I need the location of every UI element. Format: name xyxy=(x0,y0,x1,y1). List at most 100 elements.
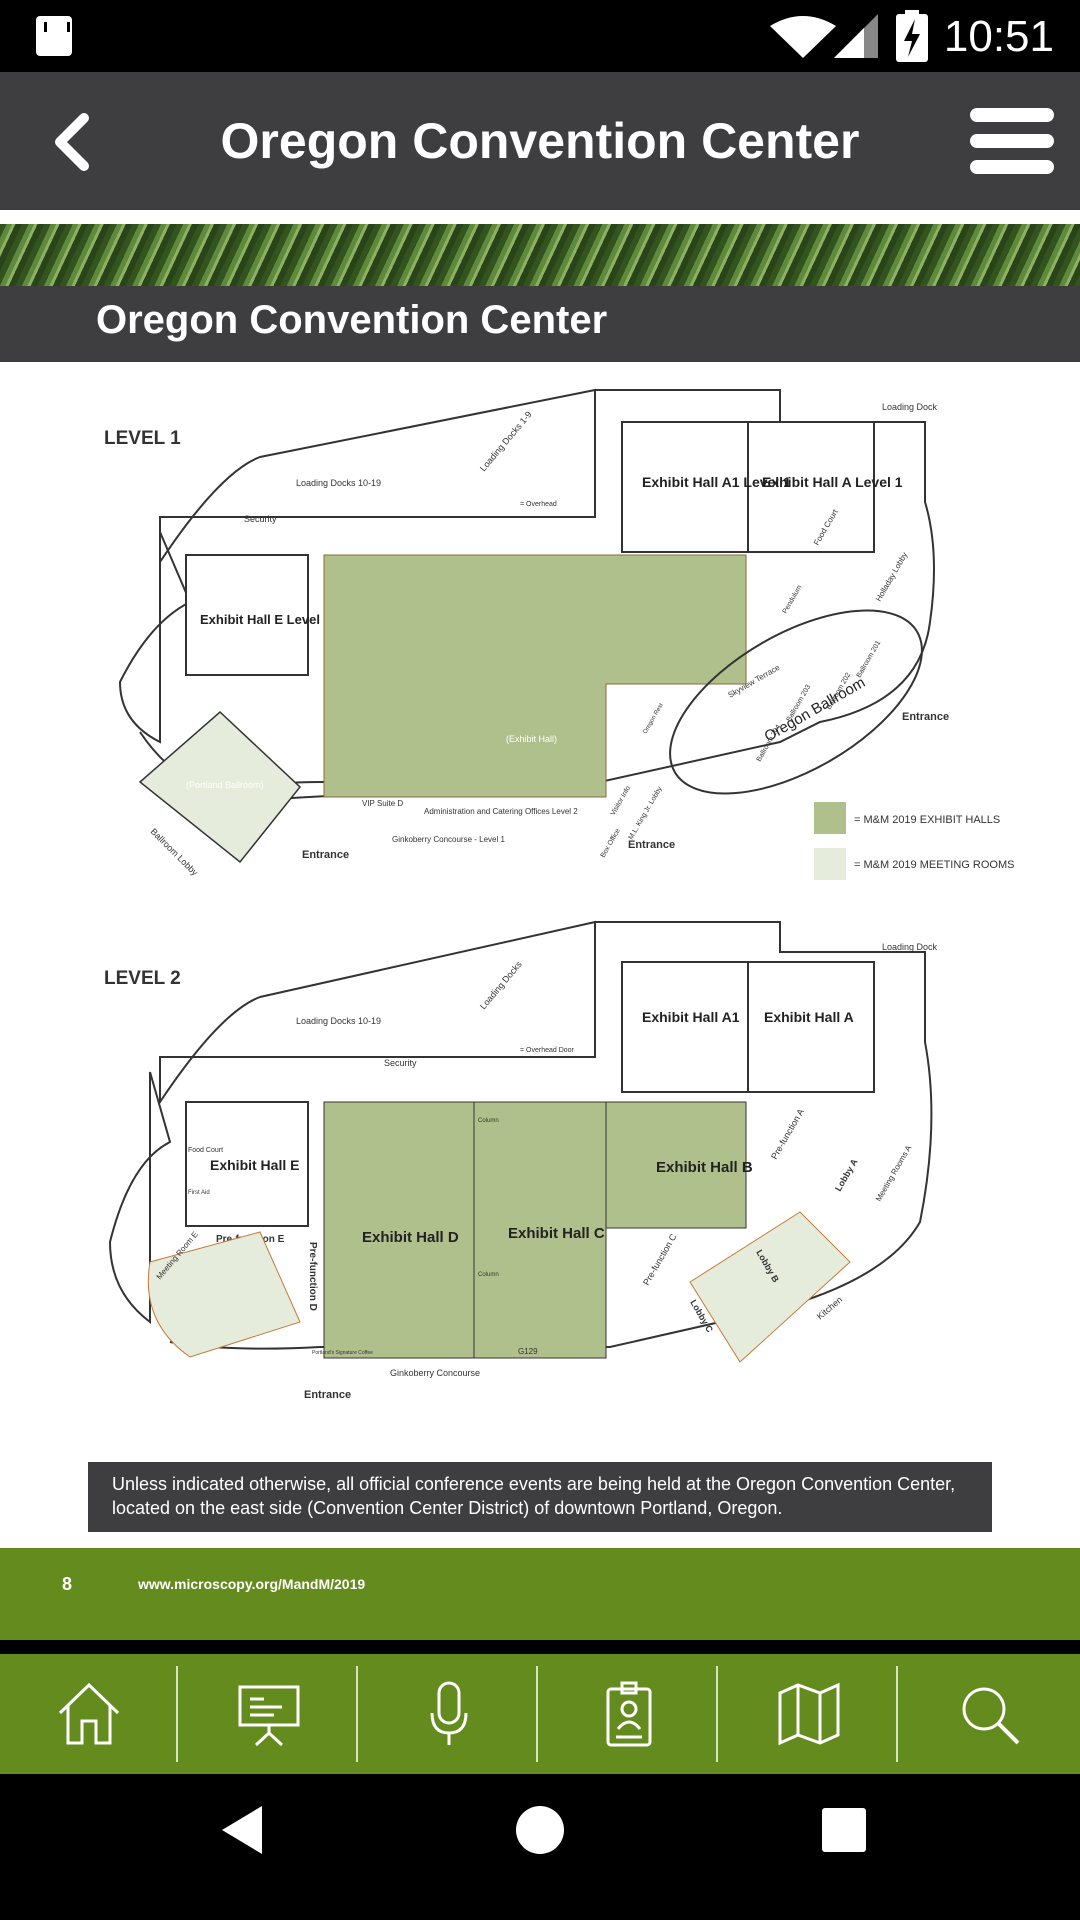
level1-hall-e xyxy=(185,554,309,676)
level2-hall-e-label: Exhibit Hall E xyxy=(210,1157,299,1173)
level2-hall-c-label: Exhibit Hall C xyxy=(508,1225,605,1242)
level2-meeting-rooms-a: Meeting Rooms A xyxy=(874,1143,914,1203)
level2-portland-coffee: Portland's Signature Coffee xyxy=(312,1350,373,1356)
level2-prefunction-c: Pre-function C xyxy=(641,1232,679,1287)
level1-admin-offices: Administration and Catering Offices Leve… xyxy=(424,807,578,816)
nav-recents-icon[interactable] xyxy=(816,1802,872,1858)
system-nav-bar xyxy=(0,1774,1080,1920)
level2-meeting-rooms-e xyxy=(147,1231,301,1358)
level1-loading-docks-10-19: Loading Docks 10-19 xyxy=(296,478,381,488)
level2-prefunction-a: Pre-function A xyxy=(769,1107,806,1161)
wifi-icon xyxy=(770,16,836,58)
level1-title: LEVEL 1 xyxy=(104,428,181,449)
level1-oregon-rest: Oregon Rest xyxy=(643,702,665,735)
microphone-icon xyxy=(430,1681,468,1745)
clock: 10:51 xyxy=(943,12,1054,61)
level2-overhead-door: = Overhead Door xyxy=(520,1047,575,1054)
tab-home[interactable] xyxy=(0,1654,178,1774)
legend-meeting-swatch xyxy=(814,848,846,880)
level1-exhibit-hall xyxy=(323,554,747,798)
level2-entrance: Entrance xyxy=(304,1389,351,1401)
level1-hall-e-label: Exhibit Hall E Level 1 xyxy=(200,612,331,627)
level2-ginkoberry: Ginkoberry Concourse xyxy=(390,1368,480,1378)
level1-ballroom-201: Ballroom 201 xyxy=(856,640,883,679)
legend-meeting-label: = M&M 2019 MEETING ROOMS xyxy=(854,859,1014,871)
tab-presentation[interactable] xyxy=(180,1654,358,1774)
cell-signal-icon xyxy=(834,14,878,58)
page-content[interactable]: Oregon Convention Center LEVEL 1 Loading… xyxy=(0,210,1080,1640)
level2-prefunction-d: Pre-function D xyxy=(307,1242,318,1311)
id-badge-icon xyxy=(606,1681,652,1747)
level2-loading-dock: Loading Dock xyxy=(882,942,938,952)
app-title: Oregon Convention Center xyxy=(220,113,860,169)
level2-hall-a xyxy=(747,961,875,1093)
level2-hall-a-label: Exhibit Hall A xyxy=(764,1009,854,1025)
tab-microphone[interactable] xyxy=(360,1654,538,1774)
home-icon xyxy=(58,1682,120,1745)
level2-column-1: Column xyxy=(478,1118,499,1124)
level2-meeting-rooms-b xyxy=(689,1211,851,1363)
battery-charging-icon xyxy=(896,10,928,62)
level1-hall-a xyxy=(747,421,875,553)
search-icon xyxy=(962,1687,1020,1745)
tab-search[interactable] xyxy=(900,1654,1078,1774)
level2-hall-a1 xyxy=(621,961,749,1093)
level2-food-court-e: Food Court xyxy=(188,1147,223,1154)
level2-lobby-a: Lobby A xyxy=(833,1157,860,1193)
level2-hall-b xyxy=(605,1101,747,1229)
level2-hall-a1-label: Exhibit Hall A1 xyxy=(642,1009,740,1025)
nav-home-icon[interactable] xyxy=(512,1802,568,1858)
level2-security: Security xyxy=(384,1058,417,1068)
page-header: Oregon Convention Center xyxy=(0,286,1080,362)
level1-oregon-ballroom-ring xyxy=(669,609,923,795)
legend-exhibit-label: = M&M 2019 EXHIBIT HALLS xyxy=(854,814,1000,826)
legend-exhibit-swatch xyxy=(814,802,846,834)
level2-first-aid: First Aid xyxy=(188,1190,210,1196)
bottom-tab-bar xyxy=(0,1654,1080,1774)
nav-back-icon[interactable] xyxy=(214,1802,270,1858)
level2-kitchen: Kitchen xyxy=(815,1295,844,1322)
level2-loading-docks: Loading Docks xyxy=(478,959,524,1011)
tab-map[interactable] xyxy=(720,1654,898,1774)
level2-loading-docks-10-19: Loading Docks 10-19 xyxy=(296,1016,381,1026)
level1-portland-ballroom xyxy=(138,710,302,864)
level2-title: LEVEL 2 xyxy=(104,968,181,989)
level1-hall-a-label: Exhibit Hall A Level 1 xyxy=(762,474,903,490)
grass-banner xyxy=(0,224,1080,296)
level2-hall-c xyxy=(473,1101,607,1359)
level1-portland-ballroom-label: (Portland Ballroom) xyxy=(186,780,264,790)
level1-security: Security xyxy=(244,514,277,524)
footer-url: www.microscopy.org/MandM/2019 xyxy=(138,1576,366,1592)
level2-hall-b-label: Exhibit Hall B xyxy=(656,1159,753,1176)
level1-box-office: Box Office xyxy=(600,828,622,859)
level1-ginkoberry: Ginkoberry Concourse - Level 1 xyxy=(392,835,505,844)
level1-entrance-left: Entrance xyxy=(302,849,349,861)
map-icon xyxy=(778,1682,840,1746)
level1-vip-suite-d: VIP Suite D xyxy=(362,799,403,808)
back-arrow-icon[interactable] xyxy=(44,112,104,172)
level1-visitor-info: Visitor Info xyxy=(610,785,633,817)
status-bar: 10:51 xyxy=(0,0,1080,72)
app-bar: Oregon Convention Center xyxy=(0,72,1080,210)
level1-hall-a1-label: Exhibit Hall A1 Level 1 xyxy=(642,474,791,490)
level2-hall-e xyxy=(185,1101,309,1227)
level2-hall-d xyxy=(323,1101,475,1359)
level1-holladay-lobby: Holladay Lobby xyxy=(874,551,909,603)
sd-card-icon xyxy=(36,16,72,56)
level1-loading-docks-1-9: Loading Docks 1-9 xyxy=(478,409,534,473)
level1-ballroom-lobby: Ballroom Lobby xyxy=(149,826,201,878)
level1-pendulum: Pendulum xyxy=(782,584,804,615)
tab-badge[interactable] xyxy=(540,1654,718,1774)
level1-entrance-mid: Entrance xyxy=(628,839,675,851)
hamburger-menu-icon[interactable] xyxy=(970,108,1054,174)
page-number: 8 xyxy=(62,1574,73,1594)
page-header-title: Oregon Convention Center xyxy=(96,298,608,342)
page-footer-band: 8 www.microscopy.org/MandM/2019 xyxy=(0,1548,1080,1640)
level2-hall-d-label: Exhibit Hall D xyxy=(362,1229,459,1246)
floor-plan-map: LEVEL 1 Loading Docks 10-19 Loading Dock… xyxy=(104,388,1014,1401)
level1-exhibit-hall-label: (Exhibit Hall) xyxy=(506,734,557,744)
level2-g129: G129 xyxy=(518,1347,538,1356)
level1-mlk-lobby: M.L. King Jr. Lobby xyxy=(628,785,664,841)
presentation-board-icon xyxy=(238,1685,300,1747)
level2-column-2: Column xyxy=(478,1272,499,1278)
